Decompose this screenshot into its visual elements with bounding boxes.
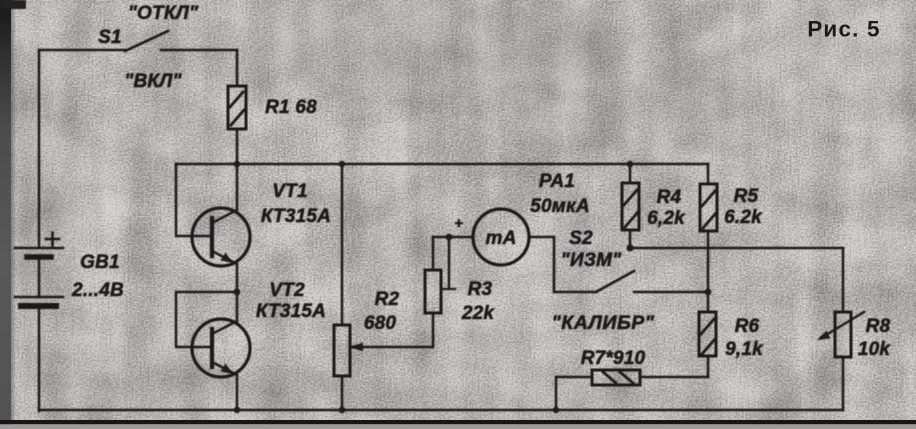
svg-text:R7*910: R7*910 bbox=[581, 348, 646, 369]
svg-text:"ОТКЛ": "ОТКЛ" bbox=[128, 3, 199, 24]
svg-text:R4: R4 bbox=[657, 187, 682, 208]
svg-text:10k: 10k bbox=[858, 339, 892, 360]
svg-text:"КАЛИБР": "КАЛИБР" bbox=[551, 312, 654, 334]
svg-text:R8: R8 bbox=[866, 316, 891, 337]
svg-text:mA: mA bbox=[485, 228, 516, 249]
svg-text:VT1: VT1 bbox=[272, 181, 307, 202]
svg-text:R3: R3 bbox=[468, 279, 493, 300]
svg-text:VT2: VT2 bbox=[269, 280, 305, 301]
svg-text:9,1k: 9,1k bbox=[725, 339, 764, 360]
svg-text:22k: 22k bbox=[461, 303, 496, 324]
svg-text:R2: R2 bbox=[375, 289, 400, 310]
svg-text:КТ315А: КТ315А bbox=[256, 301, 326, 322]
svg-text:50мкА: 50мкА bbox=[530, 196, 590, 217]
svg-text:PA1: PA1 bbox=[539, 171, 575, 192]
svg-text:"ВКЛ": "ВКЛ" bbox=[124, 71, 182, 92]
svg-text:GB1: GB1 bbox=[80, 252, 120, 273]
svg-text:+: + bbox=[455, 215, 464, 232]
svg-text:R1 68: R1 68 bbox=[265, 97, 317, 118]
svg-text:S1: S1 bbox=[98, 27, 122, 48]
svg-text:6.2k: 6.2k bbox=[724, 207, 763, 228]
svg-text:R6: R6 bbox=[735, 316, 760, 337]
svg-text:"ИЗМ": "ИЗМ" bbox=[561, 250, 623, 271]
svg-text:2...4В: 2...4В bbox=[71, 280, 124, 301]
svg-text:КТ315А: КТ315А bbox=[261, 206, 331, 227]
svg-text:680: 680 bbox=[364, 313, 397, 334]
svg-text:Рис. 5: Рис. 5 bbox=[807, 17, 881, 42]
svg-text:S2: S2 bbox=[569, 228, 593, 249]
svg-text:6,2k: 6,2k bbox=[647, 208, 686, 229]
svg-text:R5: R5 bbox=[734, 186, 759, 207]
